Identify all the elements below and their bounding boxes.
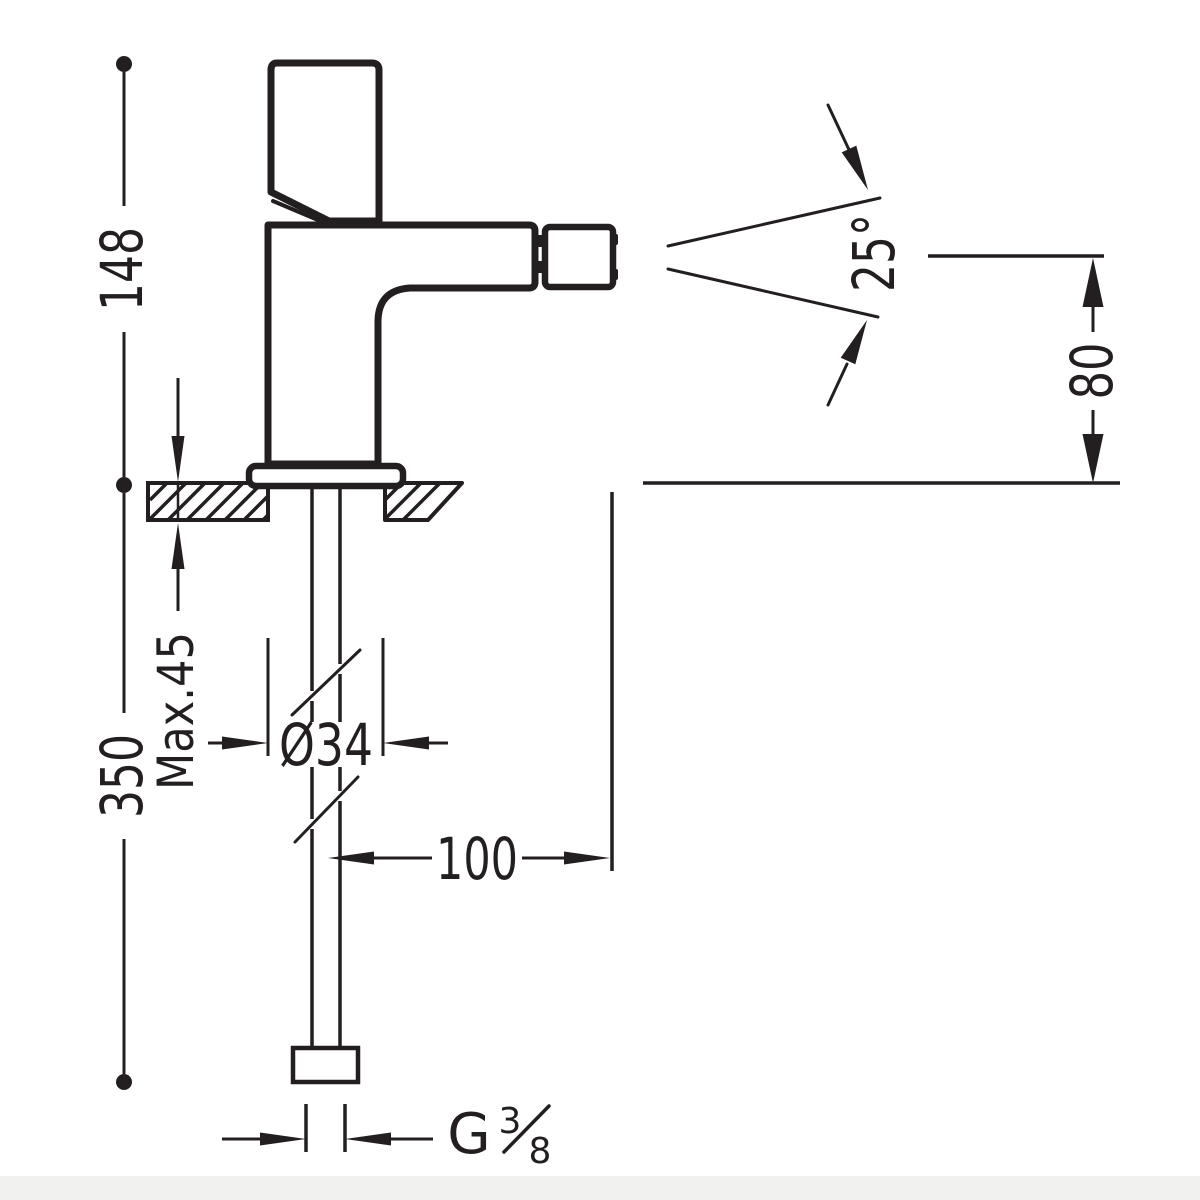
- arrow-left: [345, 1132, 391, 1146]
- dim-dot-top: [116, 56, 132, 72]
- dim-label-100: 100: [436, 825, 518, 893]
- faucet-body-and-spout: [264, 221, 539, 468]
- pipe-break-slash-upper: [290, 648, 362, 717]
- thread-letter: G: [447, 1102, 490, 1167]
- dimension-spout-height: 80: [610, 254, 1126, 871]
- arrow-right: [222, 736, 268, 750]
- dim-label-80: 80: [1058, 343, 1126, 400]
- dimension-heights: 148 350: [88, 56, 156, 1090]
- arrow-up: [171, 523, 185, 569]
- supply-pipe: [290, 486, 362, 1085]
- thread-numerator: 3: [499, 1101, 522, 1142]
- fraction-slash: [502, 1104, 551, 1154]
- dim-label-max45: Max.45: [147, 632, 205, 790]
- faucet: [245, 59, 618, 490]
- nozzle-nub-top: [611, 234, 618, 245]
- dim-label-25deg: 25°: [840, 214, 908, 292]
- arrow-left: [328, 851, 374, 865]
- angle-lower-line: [666, 267, 880, 319]
- pipe-break-slash-lower: [293, 775, 360, 844]
- dimension-inlet-thread: G 3 8: [222, 1101, 551, 1172]
- faucet-base-plate: [245, 462, 407, 490]
- faucet-lever-handle: [267, 59, 383, 225]
- dim-label-350: 350: [88, 734, 156, 818]
- dimension-hole-diameter: Ø34: [208, 638, 448, 779]
- arrow-up: [1082, 258, 1104, 307]
- arrow-down: [171, 436, 185, 482]
- lever-underside-line: [271, 199, 327, 225]
- aerator-nozzle: [541, 223, 617, 291]
- dim-dot-bottom: [116, 1074, 132, 1090]
- dimension-spout-reach: 100: [328, 825, 610, 893]
- dim-label-148: 148: [88, 227, 156, 311]
- arrow-right: [260, 1132, 306, 1146]
- dimension-spray-angle: 25°: [666, 103, 908, 407]
- angle-upper-line: [666, 196, 882, 248]
- arrow-to-upper-line: [841, 145, 868, 190]
- arrow-to-lower-line: [840, 320, 867, 365]
- arrow-right: [564, 851, 610, 865]
- nozzle-nub-bottom: [611, 269, 618, 280]
- dim-label-d34: Ø34: [279, 711, 373, 779]
- dimension-deck-thickness: Max.45: [147, 378, 205, 790]
- dim-dot-deck: [116, 477, 132, 493]
- thread-denominator: 8: [529, 1131, 552, 1172]
- photo-edge-band: [0, 1176, 1200, 1200]
- arrow-down: [1082, 434, 1104, 483]
- pipe-end-nut: [290, 1045, 361, 1085]
- arrow-left: [383, 736, 429, 750]
